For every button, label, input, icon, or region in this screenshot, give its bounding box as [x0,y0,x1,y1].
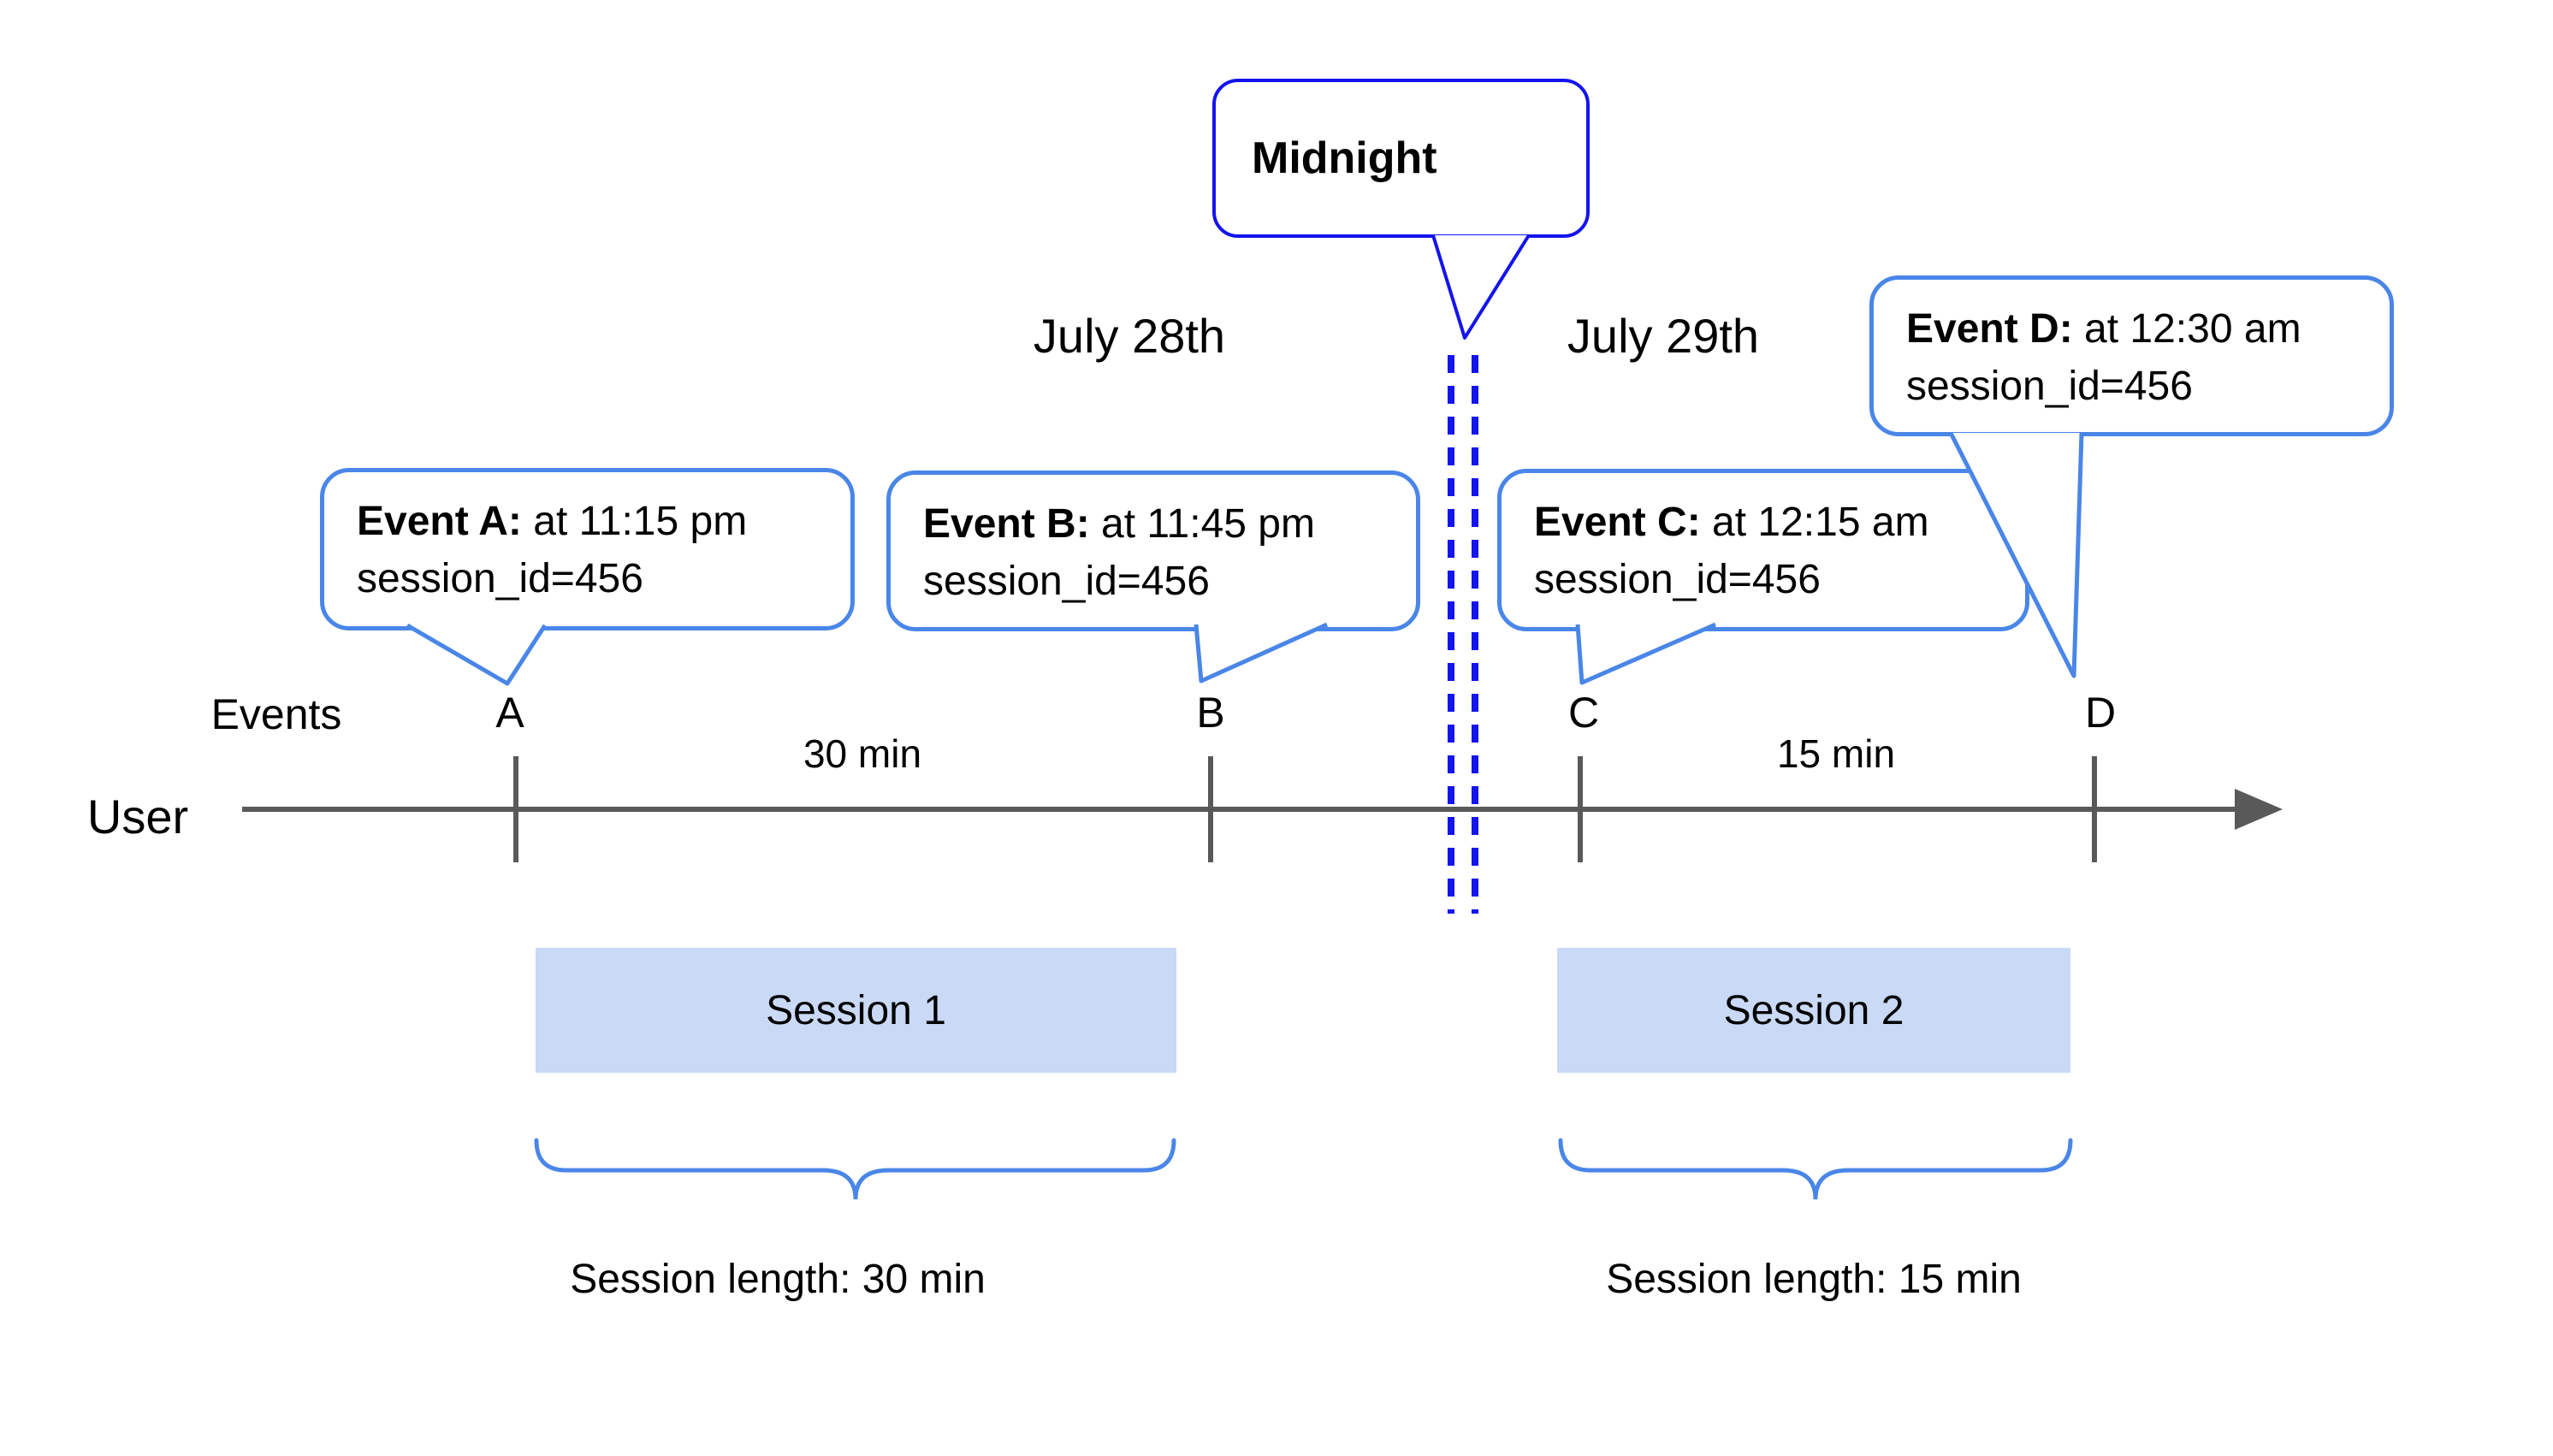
tick-label-b: B [1196,689,1225,737]
event-c-bubble-tail [1575,622,1716,685]
event-d-name: Event D: [1906,306,2073,352]
session-2-length-label: Session length: 15 min [1606,1257,2022,1302]
event-c-session-id: session_id=456 [1534,557,1821,602]
date-july-29: July 29th [1567,309,1760,363]
event-bubble-d: Event D: at 12:30 am session_id=456 [1869,275,2394,436]
event-bubble-c: Event C: at 12:15 am session_id=456 [1497,469,2029,631]
interval-label-30min: 30 min [803,731,922,776]
session-2-label: Session 2 [1723,987,1904,1033]
event-b-name: Event B: [923,501,1090,547]
interval-label-15min: 15 min [1776,731,1896,776]
event-c-name: Event C: [1534,500,1701,545]
session-1-label: Session 1 [766,987,946,1033]
event-a-time: at 11:15 pm [533,499,748,544]
event-a-session-id: session_id=456 [357,556,643,601]
user-axis-label: User [86,790,189,843]
event-a-bubble-tail [406,623,548,686]
event-bubble-b: Event B: at 11:45 pm session_id=456 [886,471,1420,631]
events-axis-label: Events [210,690,342,738]
midnight-bubble: Midnight [1212,79,1590,238]
tick-label-a: A [495,689,524,737]
midnight-label: Midnight [1252,133,1437,183]
event-a-name: Event A: [357,499,522,544]
event-b-time: at 11:45 pm [1101,501,1315,547]
timeline-arrowhead-icon [2235,789,2283,830]
session-1-brace [534,1138,1176,1200]
event-d-time: at 12:30 am [2084,306,2301,352]
event-c-time: at 12:15 am [1712,500,1929,545]
event-b-bubble-tail [1194,622,1329,684]
session-1-length-label: Session length: 30 min [570,1257,986,1302]
event-d-session-id: session_id=456 [1906,364,2193,409]
event-bubble-a: Event A: at 11:15 pm session_id=456 [320,468,855,630]
tick-label-d: D [2084,689,2117,737]
event-b-session-id: session_id=456 [923,559,1210,604]
session-1-box: Session 1 [536,948,1176,1073]
date-july-28: July 28th [1033,309,1226,363]
tick-label-c: C [1567,689,1600,737]
session-2-brace [1558,1138,2073,1200]
session-2-box: Session 2 [1557,948,2070,1073]
